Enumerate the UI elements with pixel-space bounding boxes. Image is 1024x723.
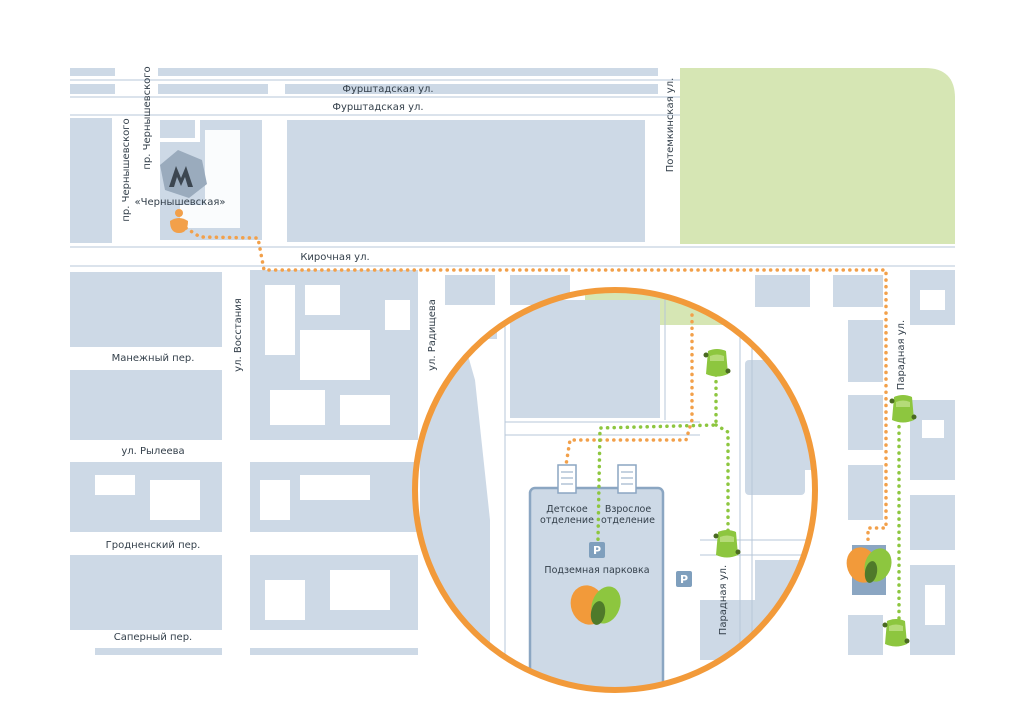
label-children-line1: Детское xyxy=(546,504,588,515)
street-kirochnaya: Кирочная ул. xyxy=(300,252,369,263)
courtyards xyxy=(95,285,410,620)
zoom-circle-ring xyxy=(412,287,818,693)
street-chernyshevskogo-a: пр. Чернышевского xyxy=(121,118,132,221)
street-radishcheva: ул. Радищева xyxy=(427,299,438,371)
street-labels: Фурштадская ул. Фурштадская ул. Кирочная… xyxy=(106,66,907,643)
parking-icon: P xyxy=(589,542,605,558)
label-adult-line2: отделение xyxy=(601,515,655,526)
street-vosstaniya: ул. Восстания xyxy=(233,298,244,372)
car-route-inner xyxy=(596,373,730,542)
row1-blocks xyxy=(70,68,955,244)
parking-symbol: P xyxy=(593,544,601,557)
clinic-logo-icon xyxy=(846,545,892,595)
parking-icon: P xyxy=(676,571,692,587)
top-blocks xyxy=(70,68,658,94)
entrance-children[interactable] xyxy=(557,464,577,494)
walking-route-inner xyxy=(564,313,694,467)
zoomed-area: Детское отделение Взрослое отделение P П… xyxy=(412,287,818,693)
label-adult-line1: Взрослое xyxy=(605,504,652,515)
street-chernyshevskogo-b: пр. Чернышевского xyxy=(142,66,153,169)
street-manezhny: Манежный пер. xyxy=(112,353,195,364)
pedestrian-icon xyxy=(170,209,188,233)
metro-station-label: «Чернышевская» xyxy=(135,197,226,208)
street-ryleeva: ул. Рылеева xyxy=(121,446,184,457)
street-paradnaya-inner: Парадная ул. xyxy=(718,565,729,635)
parking-symbol-outside: P xyxy=(680,573,688,586)
entrance-adult[interactable] xyxy=(617,464,637,494)
street-furshtadskaya-top: Фурштадская ул. xyxy=(342,84,433,95)
clinic-logo-icon xyxy=(570,585,621,625)
base-map xyxy=(70,68,955,655)
street-furshtadskaya: Фурштадская ул. xyxy=(332,102,423,113)
walking-route xyxy=(184,226,888,547)
label-children-line2: отделение xyxy=(540,515,594,526)
label-underground-parking: Подземная парковка xyxy=(544,565,649,576)
street-saperny: Саперный пер. xyxy=(114,632,192,643)
metro-station[interactable]: «Чернышевская» xyxy=(135,150,226,208)
street-paradnaya-right: Парадная ул. xyxy=(896,320,907,390)
street-potemkinskaya: Потемкинская ул. xyxy=(665,78,676,173)
street-grodnensky: Гродненский пер. xyxy=(106,540,201,551)
metro-m-icon xyxy=(160,150,207,198)
